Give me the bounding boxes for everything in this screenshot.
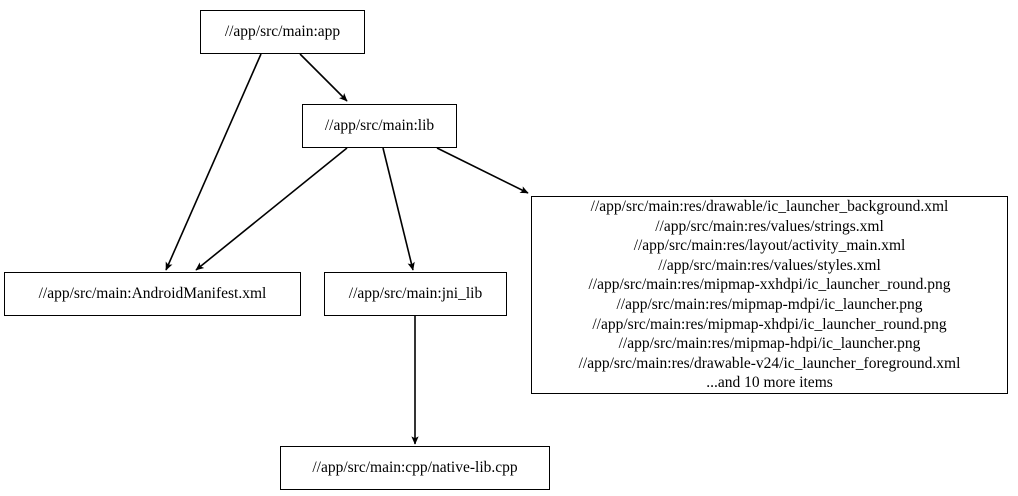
graph-edge-lib-to-manifest	[195, 147, 348, 271]
graph-node-app[interactable]: //app/src/main:app	[200, 10, 365, 54]
graph-node-resources-line: //app/src/main:res/mipmap-hdpi/ic_launch…	[618, 335, 921, 353]
graph-edge-lib-to-jni-lib	[382, 147, 415, 271]
graph-node-native-lib-cpp[interactable]: //app/src/main:cpp/native-lib.cpp	[280, 446, 550, 490]
graph-node-android-manifest[interactable]: //app/src/main:AndroidManifest.xml	[4, 272, 301, 316]
graph-node-native-lib-cpp-label: //app/src/main:cpp/native-lib.cpp	[312, 459, 518, 477]
graph-node-resources-line: //app/src/main:res/values/strings.xml	[655, 217, 884, 235]
graph-node-resources-line: //app/src/main:res/drawable/ic_launcher_…	[590, 198, 949, 216]
graph-edge-lib-to-resources	[436, 147, 529, 194]
graph-node-resources-line: //app/src/main:res/mipmap-xhdpi/ic_launc…	[592, 315, 947, 333]
graph-node-app-label: //app/src/main:app	[224, 23, 341, 41]
graph-node-resources[interactable]: //app/src/main:res/drawable/ic_launcher_…	[531, 196, 1008, 394]
graph-node-android-manifest-label: //app/src/main:AndroidManifest.xml	[38, 285, 267, 303]
graph-node-resources-line: //app/src/main:res/values/styles.xml	[658, 256, 881, 274]
graph-edge-app-to-lib	[299, 53, 348, 102]
graph-node-jni-lib-label: //app/src/main:jni_lib	[348, 285, 483, 303]
graph-node-lib[interactable]: //app/src/main:lib	[302, 104, 457, 148]
graph-node-resources-line: //app/src/main:res/mipmap-xxhdpi/ic_laun…	[588, 276, 951, 294]
graph-node-resources-line: //app/src/main:res/layout/activity_main.…	[633, 237, 906, 255]
graph-node-jni-lib[interactable]: //app/src/main:jni_lib	[324, 272, 507, 316]
graph-edge-app-to-manifest	[165, 53, 262, 271]
graph-node-resources-line: //app/src/main:res/drawable-v24/ic_launc…	[578, 354, 961, 372]
graph-node-resources-line: ...and 10 more items	[706, 374, 833, 392]
graph-node-lib-label: //app/src/main:lib	[324, 117, 435, 135]
graph-node-resources-line: //app/src/main:res/mipmap-mdpi/ic_launch…	[616, 296, 923, 313]
